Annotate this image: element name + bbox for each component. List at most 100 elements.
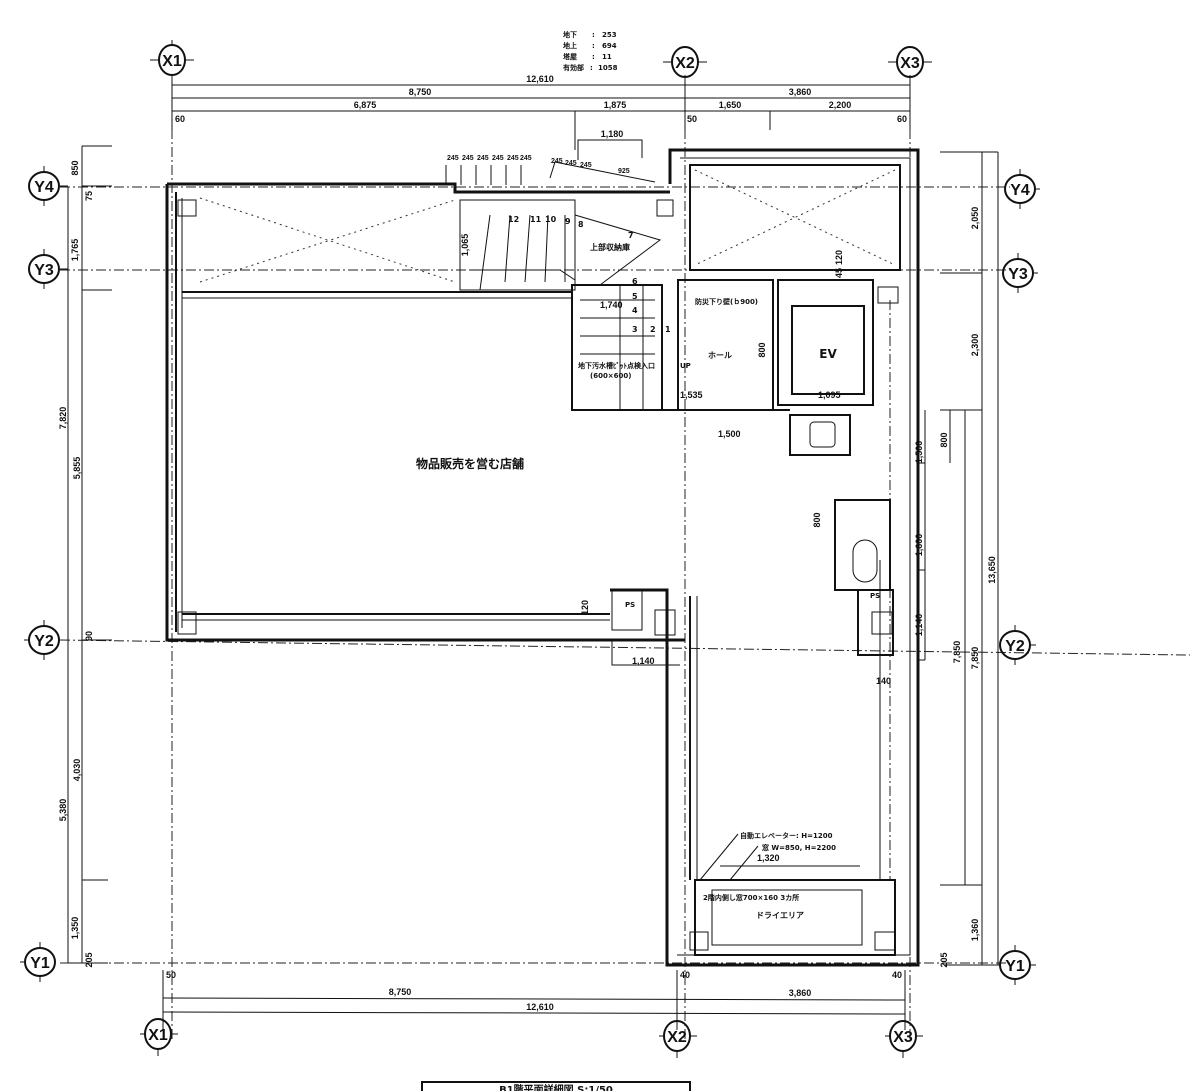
room-label-dry-area: ドライエリア (756, 911, 804, 920)
svg-text:12: 12 (508, 215, 519, 224)
svg-text:245: 245 (477, 155, 489, 162)
svg-text:7,820: 7,820 (58, 407, 68, 430)
svg-text:2,050: 2,050 (970, 207, 980, 230)
axis-bubble-x1-bottom: X1 (140, 1018, 178, 1056)
svg-text:245: 245 (520, 155, 532, 162)
axis-bubble-y4-right: Y4 (1004, 169, 1040, 209)
axis-bubble-y1-right: Y1 (999, 945, 1036, 985)
svg-text:X3: X3 (900, 55, 920, 72)
svg-text:7: 7 (628, 231, 634, 240)
svg-text:245: 245 (492, 155, 504, 162)
bottom-dimension-chain: 8,750 3,860 12,610 50 40 40 (162, 970, 906, 1030)
svg-text:11: 11 (530, 215, 542, 224)
svg-text:6: 6 (632, 277, 638, 286)
svg-text:8,750: 8,750 (389, 987, 412, 997)
svg-text:2,200: 2,200 (829, 100, 852, 110)
svg-text:1,180: 1,180 (601, 129, 624, 139)
svg-text:1,875: 1,875 (604, 100, 627, 110)
svg-text:UP: UP (680, 362, 691, 370)
svg-text:6,875: 6,875 (354, 100, 377, 110)
svg-text:40: 40 (892, 970, 902, 980)
top-dimension-chain: 12,610 8,750 3,860 6,875 1,875 1,650 2,2… (171, 74, 911, 185)
svg-text:120: 120 (834, 250, 844, 265)
svg-text:205: 205 (939, 952, 949, 967)
svg-text:40: 40 (680, 970, 690, 980)
svg-text:1058: 1058 (598, 64, 618, 72)
svg-text:X2: X2 (675, 55, 695, 72)
svg-text:13,650: 13,650 (987, 556, 997, 584)
axis-bubble-x2-top: X2 (663, 46, 707, 78)
building-walls (165, 148, 920, 967)
svg-text:3,860: 3,860 (789, 988, 812, 998)
svg-text:Y2: Y2 (1005, 638, 1025, 655)
svg-text:5,380: 5,380 (58, 799, 68, 822)
svg-text:PS: PS (870, 592, 880, 600)
svg-text:245: 245 (580, 162, 592, 169)
svg-text::: : (592, 42, 595, 50)
svg-text:245: 245 (447, 155, 459, 162)
svg-text:上部収納庫: 上部収納庫 (590, 242, 630, 252)
svg-text:12,610: 12,610 (526, 1002, 554, 1012)
svg-text:X1: X1 (148, 1027, 168, 1044)
svg-text:X1: X1 (162, 53, 182, 70)
svg-text:245: 245 (551, 158, 563, 165)
axis-bubble-y1-left: Y1 (20, 942, 56, 982)
room-label-elevator: EV (819, 347, 837, 361)
svg-text:Y3: Y3 (1008, 266, 1028, 283)
svg-text:245: 245 (462, 155, 474, 162)
svg-text:45: 45 (834, 268, 844, 278)
svg-text:9: 9 (565, 217, 571, 226)
svg-text:140: 140 (876, 676, 891, 686)
svg-text:800: 800 (812, 512, 822, 527)
svg-text:地上: 地上 (563, 41, 577, 50)
svg-text:8: 8 (578, 220, 584, 229)
svg-text:800: 800 (757, 342, 767, 357)
svg-text:X3: X3 (893, 1029, 913, 1046)
svg-text:50: 50 (166, 970, 176, 980)
svg-text:800: 800 (939, 432, 949, 447)
svg-text:245: 245 (507, 155, 519, 162)
svg-text:8,750: 8,750 (409, 87, 432, 97)
svg-text:925: 925 (618, 168, 630, 175)
svg-text:自動エレベーター: H=1200: 自動エレベーター: H=1200 (740, 831, 833, 840)
svg-text:1,360: 1,360 (970, 919, 980, 942)
svg-text:(600×600): (600×600) (590, 372, 632, 380)
room-label-shop: 物品販売を営む店舗 (416, 456, 524, 471)
svg-text:7,850: 7,850 (952, 641, 962, 664)
svg-text:3: 3 (632, 325, 638, 334)
svg-text:1: 1 (665, 325, 671, 334)
room-label-hall: ホール (708, 351, 732, 360)
svg-text:Y4: Y4 (1010, 182, 1030, 199)
axis-bubble-x3-top: X3 (888, 46, 932, 78)
svg-text:1,650: 1,650 (719, 100, 742, 110)
svg-text:1,765: 1,765 (70, 239, 80, 262)
left-dimension-chain: 850 75 1,765 7,820 5,855 90 5,380 4,030 … (58, 145, 112, 968)
svg-text::: : (592, 53, 595, 61)
svg-text:205: 205 (84, 952, 94, 967)
svg-text:有効部: 有効部 (563, 63, 584, 72)
svg-text:Y1: Y1 (30, 955, 50, 972)
svg-text:694: 694 (602, 42, 617, 50)
svg-text:2,300: 2,300 (970, 334, 980, 357)
svg-text:5,855: 5,855 (72, 457, 82, 480)
svg-text:Y3: Y3 (34, 262, 54, 279)
svg-text:5: 5 (632, 292, 638, 301)
svg-text:850: 850 (70, 160, 80, 175)
svg-text:2階内側し窓700×160 3カ所: 2階内側し窓700×160 3カ所 (703, 893, 799, 902)
axis-bubble-y4-left: Y4 (28, 166, 68, 206)
right-dimension-chain: 2,050 2,300 800 1,500 1,600 1,140 7,850 … (914, 151, 1000, 968)
svg-text:1,320: 1,320 (757, 853, 780, 863)
svg-text:防災下り壁(ｂ900): 防災下り壁(ｂ900) (695, 297, 758, 306)
svg-text:60: 60 (175, 114, 185, 124)
svg-text:4,030: 4,030 (72, 759, 82, 782)
svg-text:2: 2 (650, 325, 656, 334)
svg-text:50: 50 (687, 114, 697, 124)
annotations: 上部収納庫 12 11 10 9 8 7 6 5 4 3 2 1 1,065 1… (460, 215, 891, 902)
svg-text:75: 75 (84, 191, 94, 201)
svg-text:1,740: 1,740 (600, 300, 623, 310)
svg-text:1,535: 1,535 (680, 390, 703, 400)
svg-text:120: 120 (580, 600, 590, 615)
svg-text:Y4: Y4 (34, 179, 54, 196)
svg-text:1,065: 1,065 (460, 234, 470, 257)
